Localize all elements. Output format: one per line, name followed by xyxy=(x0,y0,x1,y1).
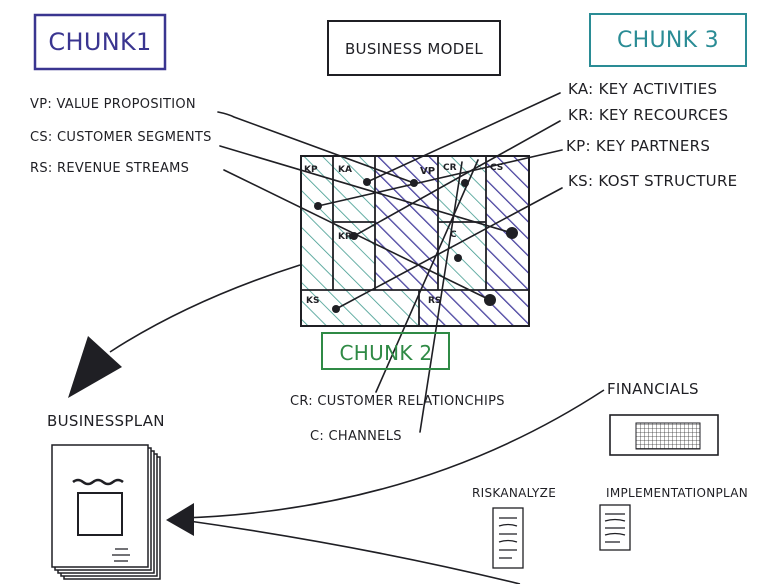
business-plan-document xyxy=(51,444,161,580)
chunk2-label: CHUNK 2 xyxy=(340,341,433,365)
arrow-financials-to-plan xyxy=(181,389,605,519)
canvas-tag-cr: CR xyxy=(443,163,457,173)
implementation-plan-document xyxy=(599,504,631,551)
financials-label: FINANCIALS xyxy=(607,380,699,398)
chunk3-label: CHUNK 3 xyxy=(617,28,719,53)
canvas-tag-vp: VP xyxy=(420,166,435,177)
arrow-risk-to-plan xyxy=(181,519,521,584)
definition-ks: KS: KOST STRUCTURE xyxy=(568,172,737,190)
canvas-dots xyxy=(314,178,518,313)
canvas-tag-cs: CS xyxy=(490,163,503,173)
definition-cr: CR: CUSTOMER RELATIONCHIPS xyxy=(290,394,505,409)
definition-c: C: CHANNELS xyxy=(310,429,402,444)
implementation-plan-label: IMPLEMENTATIONPLAN xyxy=(606,486,748,500)
financials-document xyxy=(609,414,719,456)
definition-kp: KP: KEY PARTNERS xyxy=(566,137,710,155)
canvas-tag-kr: KR xyxy=(338,232,352,242)
risk-analyze-document xyxy=(492,507,524,569)
chunk2-box xyxy=(321,332,450,370)
definition-vp: VP: VALUE PROPOSITION xyxy=(30,97,196,112)
canvas-tag-rs: RS xyxy=(428,296,441,306)
chunk1-box xyxy=(33,13,167,71)
canvas-tag-c: C xyxy=(450,230,457,240)
arrowhead-plan-right xyxy=(166,503,194,536)
business-plan-label: BUSINESSPLAN xyxy=(47,412,165,430)
definition-rs: RS: REVENUE STREAMS xyxy=(30,161,189,176)
chunk3-box xyxy=(589,13,747,67)
business-model-title: BUSINESS MODEL xyxy=(345,40,483,58)
canvas-tag-ka: KA xyxy=(338,165,352,175)
canvas-tag-kp: KP xyxy=(304,165,318,175)
chunk1-label: CHUNK1 xyxy=(48,28,151,56)
definition-ka: KA: KEY ACTIVITIES xyxy=(568,80,717,98)
canvas-tag-ks: KS xyxy=(306,296,319,306)
risk-analyze-label: RISKANALYZE xyxy=(472,486,556,500)
definition-kr: KR: KEY RECOURCES xyxy=(568,106,728,124)
definition-cs: CS: CUSTOMER SEGMENTS xyxy=(30,130,212,145)
arrow-canvas-to-plan xyxy=(109,264,301,353)
arrowhead-plan-top xyxy=(68,336,122,398)
business-model-title-box xyxy=(327,20,501,76)
